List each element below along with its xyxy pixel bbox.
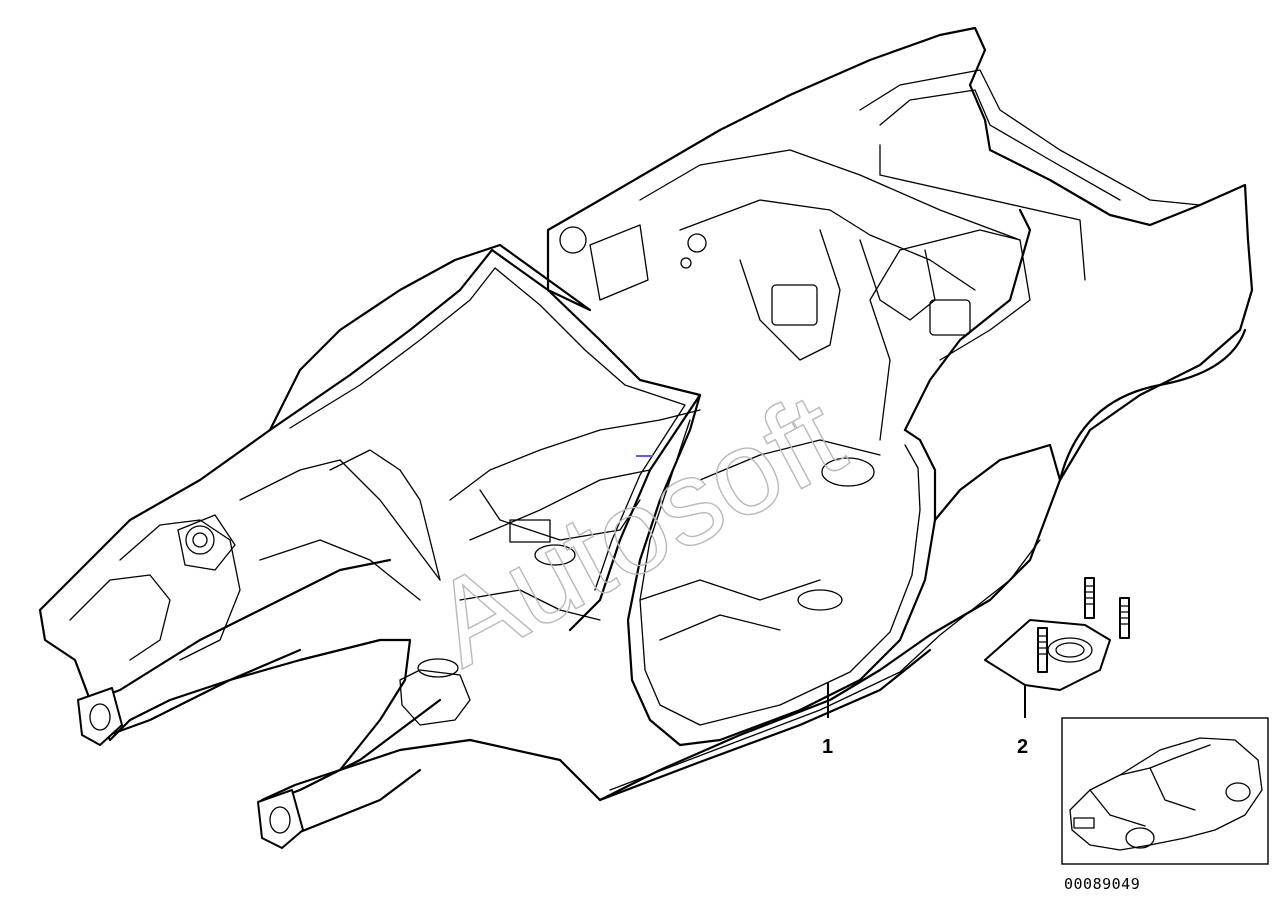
drawing-code: 00089049 [1064, 875, 1140, 893]
watermark-dash [636, 455, 653, 457]
watermark-text: Autosoft [411, 367, 863, 692]
mounting-plate-illustration [984, 577, 1130, 691]
vehicle-thumbnail [1061, 717, 1269, 865]
callout-2-label: 2 [1017, 736, 1028, 758]
body-shell-illustration [38, 26, 1254, 849]
callout-1-label: 1 [822, 736, 833, 758]
